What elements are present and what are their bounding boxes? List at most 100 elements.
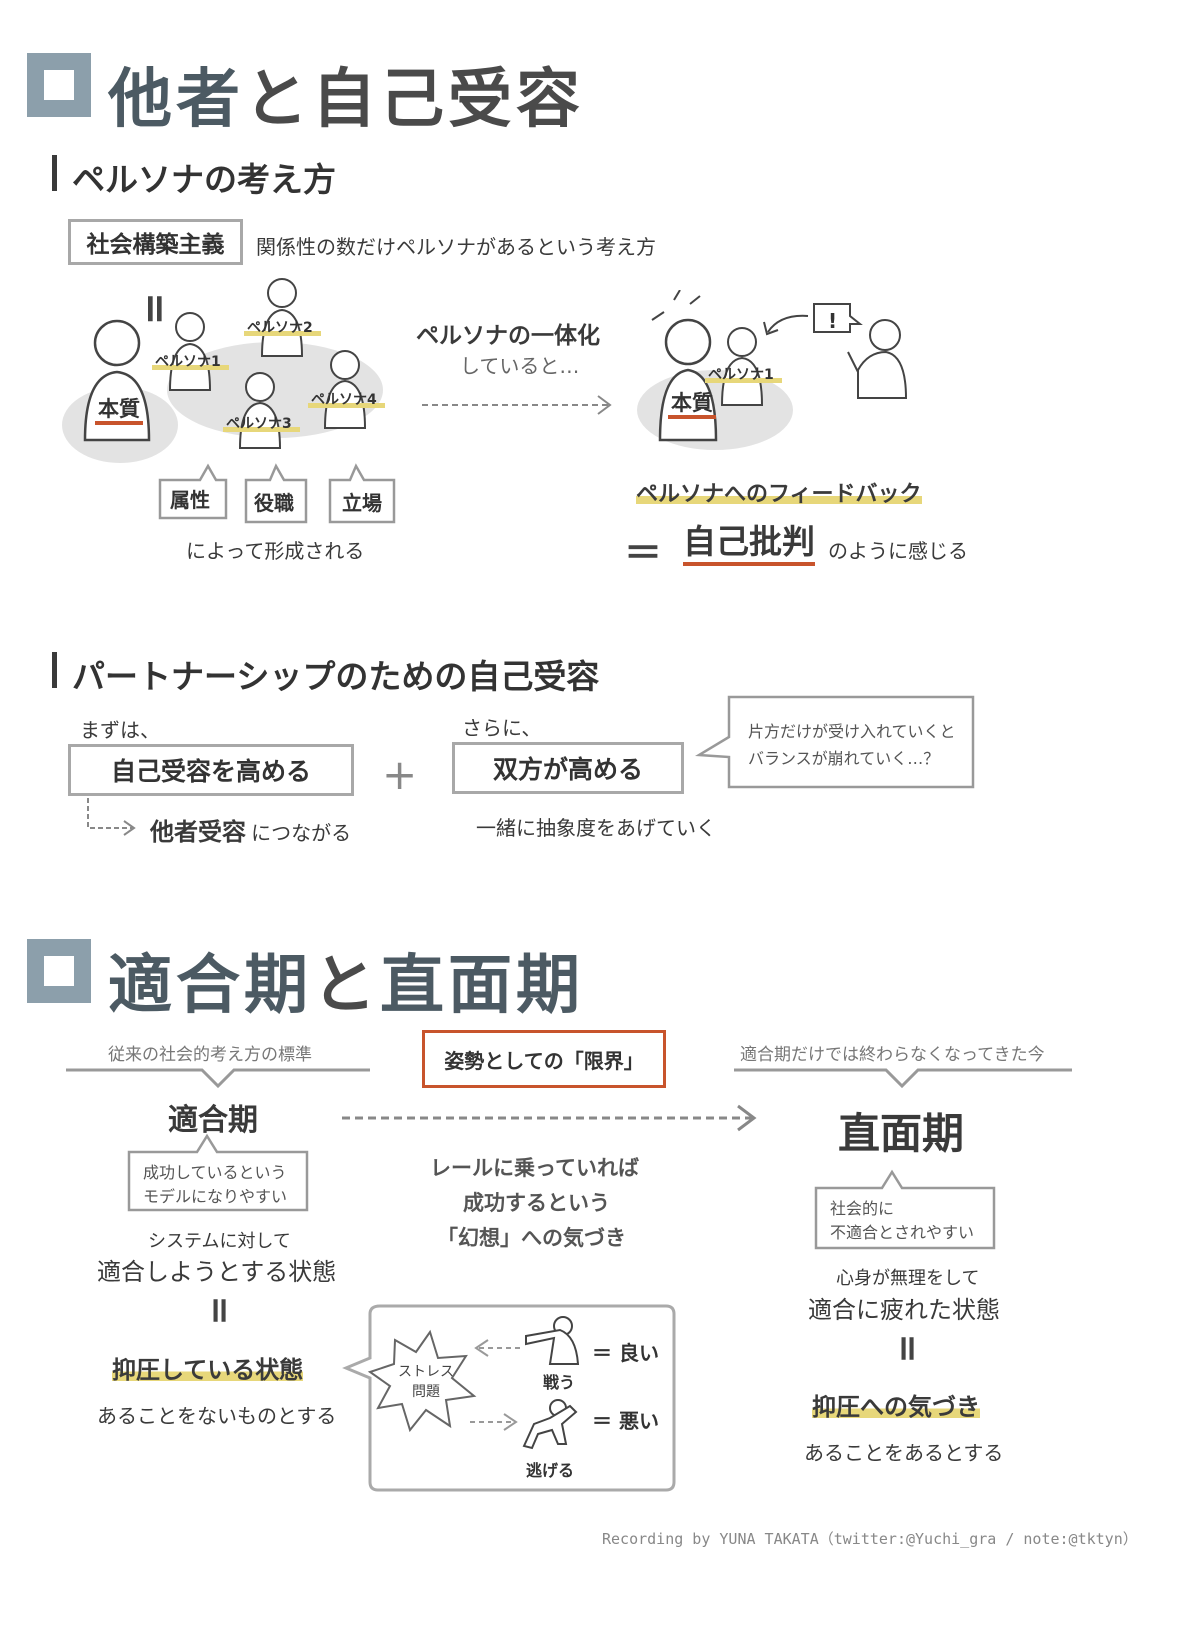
equal-sign: = — [132, 292, 178, 326]
other-acceptance-label: 他者受容 — [150, 818, 246, 846]
awareness-state: 抑圧への気づき — [812, 1387, 980, 1422]
leads-to-text: 他者受容 につながる — [150, 812, 351, 847]
persona2-label-line — [244, 331, 321, 336]
credit-line: Recording by YUNA TAKATA（twitter:@Yuchi_… — [602, 1530, 1138, 1548]
leads-arrow — [87, 798, 136, 836]
feedback-arrow — [767, 314, 809, 333]
core-label: 本質 — [671, 391, 713, 415]
both-raise-box: 双方が高める — [452, 742, 684, 794]
first-text: まずは、 — [80, 718, 160, 742]
core-body — [658, 368, 718, 442]
stress-line1: ストレス — [398, 1364, 454, 1380]
bubble-attr: 属性 — [170, 488, 210, 512]
raise-self-acceptance-box: 自己受容を高める — [68, 744, 354, 796]
illusion-line3: 「幻想」への気づき — [437, 1226, 626, 1250]
term-description: 関係性の数だけペルソナがあるという考え方 — [256, 235, 656, 259]
core-label-line — [668, 415, 716, 419]
persona1-label: ペルソナ1 — [155, 354, 221, 370]
exclaim-bubble — [813, 303, 863, 333]
fight-flight-box: ストレス 問題 戦う 逃げる ＝ 良い ＝ 悪い — [342, 1304, 676, 1492]
unified-persona-diagram: ペルソナ1 本質 ! — [637, 290, 908, 450]
feels-like-text: のように感じる — [828, 539, 968, 563]
fight-figure-body — [525, 1328, 580, 1365]
right-bubble-line1: 社会的に — [830, 1199, 895, 1218]
right-desc-big: 適合に疲れた状態 — [808, 1296, 1000, 1324]
further-text: さらに、 — [462, 716, 542, 740]
note-bubble — [695, 695, 975, 789]
both-raise-label: 双方が高める — [492, 755, 643, 784]
left-caption-pointer — [66, 1068, 370, 1089]
bubble-position-shape — [328, 463, 396, 524]
bubble-position: 立場 — [342, 491, 382, 515]
formed-by-text: によって形成される — [186, 539, 365, 563]
observer-body — [847, 350, 908, 399]
attribute-bubbles: 属性 役職 立場 — [158, 463, 396, 524]
bubble-role-shape — [244, 463, 308, 524]
persona-label-line — [705, 378, 782, 383]
shock-marks — [651, 290, 701, 321]
unify-title: ペルソナの一体化 — [416, 323, 600, 349]
persona4-label-line — [308, 403, 385, 408]
persona3-head — [245, 372, 275, 402]
core-label-line — [95, 421, 143, 425]
fight-label: 戦う — [543, 1373, 575, 1392]
stress-burst — [367, 1329, 477, 1433]
persona3-body — [238, 401, 282, 449]
section2-title: 適合期と直面期 — [108, 934, 584, 1026]
core-person-head — [93, 319, 141, 367]
raise-self-acceptance-label: 自己受容を高める — [110, 757, 311, 786]
plus-sign: + — [382, 750, 418, 799]
right-bubble — [814, 1169, 996, 1250]
transition-arrow — [342, 1104, 757, 1132]
both-raise-description: 一緒に抽象度をあげていく — [476, 816, 716, 840]
suppressed-state: 抑圧している状態 — [112, 1350, 304, 1385]
bad-label: ＝ 悪い — [592, 1409, 659, 1433]
left-bubble — [127, 1133, 309, 1212]
persona-heading: ペルソナの考え方 — [72, 160, 336, 199]
section2-title-c: 直面期 — [380, 949, 584, 1023]
self-critic-label: 自己批判 — [683, 522, 815, 566]
left-equal: = — [199, 1295, 241, 1326]
persona4-head — [330, 350, 360, 380]
flee-label: 逃げる — [526, 1461, 574, 1480]
section2-title-b: と — [312, 949, 380, 1023]
limit-label: 姿勢としての「限界」 — [444, 1048, 644, 1073]
heading-bar — [52, 155, 57, 191]
good-label: ＝ 良い — [592, 1341, 659, 1365]
right-caption: 適合期だけでは終わらなくなってきた今 — [740, 1045, 1045, 1065]
limit-box: 姿勢としての「限界」 — [422, 1030, 666, 1088]
right-caption-pointer — [734, 1068, 1072, 1089]
persona-head — [727, 327, 757, 357]
left-bubble-line2: モデルになりやすい — [143, 1187, 288, 1206]
bubble-attr-shape — [158, 463, 228, 520]
left-bubble-line1: 成功しているという — [143, 1163, 287, 1182]
confrontation-period-title: 直面期 — [838, 1109, 965, 1158]
stress-line2: 問題 — [412, 1384, 440, 1400]
persona1-head — [175, 312, 205, 342]
left-state-desc: あることをないものとする — [97, 1404, 337, 1428]
persona-label: ペルソナ1 — [708, 367, 774, 383]
section-marker-icon — [27, 939, 91, 1003]
persona2-label: ペルソナ2 — [247, 320, 313, 336]
note-line1: 片方だけが受け入れていくと — [748, 722, 956, 741]
persona4-label: ペルソナ4 — [311, 392, 377, 408]
persona2-head — [267, 278, 297, 308]
right-desc-small: 心身が無理をして — [836, 1268, 980, 1289]
leads-rest: につながる — [251, 821, 352, 845]
heading-bar — [52, 652, 57, 688]
persona1-label-line — [152, 365, 229, 370]
persona3-label: ペルソナ3 — [226, 416, 292, 432]
section1-title-rest: と自己受容 — [244, 63, 584, 137]
note-line2: バランスが崩れていく…？ — [748, 749, 940, 768]
left-caption: 従来の社会的考え方の標準 — [108, 1045, 312, 1065]
section1-title: 他者と自己受容 — [108, 48, 584, 140]
section2-title-a: 適合期 — [108, 949, 312, 1023]
left-desc-small: システムに対して — [148, 1231, 291, 1252]
illusion-line2: 成功するという — [463, 1191, 610, 1215]
right-bubble-line2: 不適合とされやすい — [830, 1223, 975, 1242]
equals-sign: ＝ — [624, 531, 663, 575]
section1-title-accent: 他者 — [108, 63, 244, 137]
unify-arrow — [422, 395, 612, 415]
right-state-desc: あることをあるとする — [804, 1441, 1004, 1465]
flee-figure-body — [522, 1404, 578, 1450]
